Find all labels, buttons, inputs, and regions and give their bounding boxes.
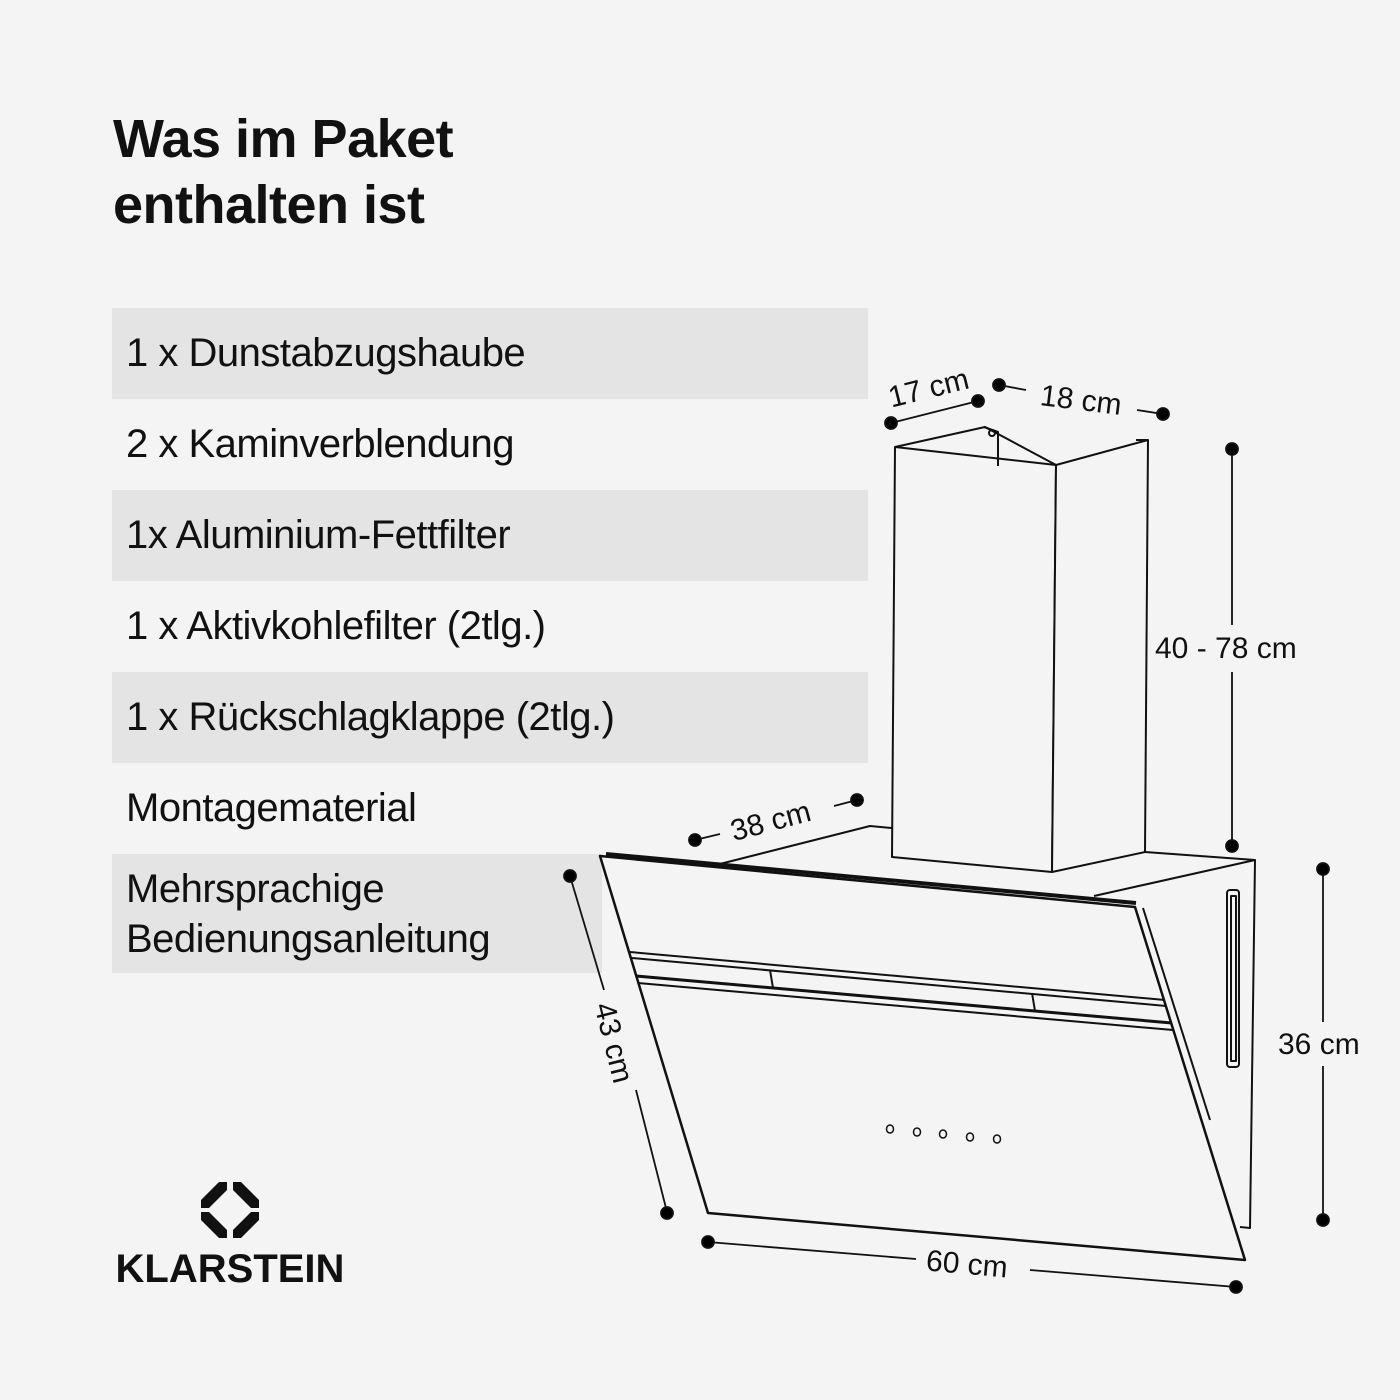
item-label-line-1: Mehrsprachige	[126, 866, 385, 911]
item-label-line-2: Bedienungsanleitung	[126, 916, 491, 961]
list-item: 1 x Aktivkohlefilter (2tlg.)	[112, 581, 868, 672]
item-label: 1 x Aktivkohlefilter (2tlg.)	[126, 604, 546, 648]
page-title: Was im Paket enthalten ist	[113, 106, 454, 238]
title-line-1: Was im Paket	[113, 109, 454, 169]
package-contents-list: 1 x Dunstabzugshaube 2 x Kaminverblendun…	[112, 308, 868, 973]
item-label: 1 x Dunstabzugshaube	[126, 331, 526, 375]
dimension-hood-height: 36 cm	[1278, 1028, 1360, 1061]
dimension-hood-width: 60 cm	[924, 1244, 1010, 1285]
item-label: Mehrsprachige Bedienungsanleitung	[126, 864, 491, 964]
item-label: 2 x Kaminverblendung	[126, 422, 515, 466]
list-item: 2 x Kaminverblendung	[112, 399, 868, 490]
list-item: 1x Aluminium-Fettfilter	[112, 490, 868, 581]
brand-logo: KLARSTEIN	[110, 1182, 350, 1292]
klarstein-logo-icon	[201, 1182, 259, 1238]
list-item: 1 x Dunstabzugshaube	[112, 308, 868, 399]
list-item: Montagematerial	[112, 763, 868, 854]
item-label: 1 x Rückschlagklappe (2tlg.)	[126, 695, 615, 739]
brand-name: KLARSTEIN	[115, 1247, 345, 1291]
list-item: Mehrsprachige Bedienungsanleitung	[112, 854, 602, 973]
list-item: 1 x Rückschlagklappe (2tlg.)	[112, 672, 868, 763]
title-line-2: enthalten ist	[113, 175, 425, 235]
item-label: Montagematerial	[126, 786, 417, 830]
dimension-chimney-height: 40 - 78 cm	[1155, 632, 1297, 665]
item-label: 1x Aluminium-Fettfilter	[126, 513, 511, 557]
